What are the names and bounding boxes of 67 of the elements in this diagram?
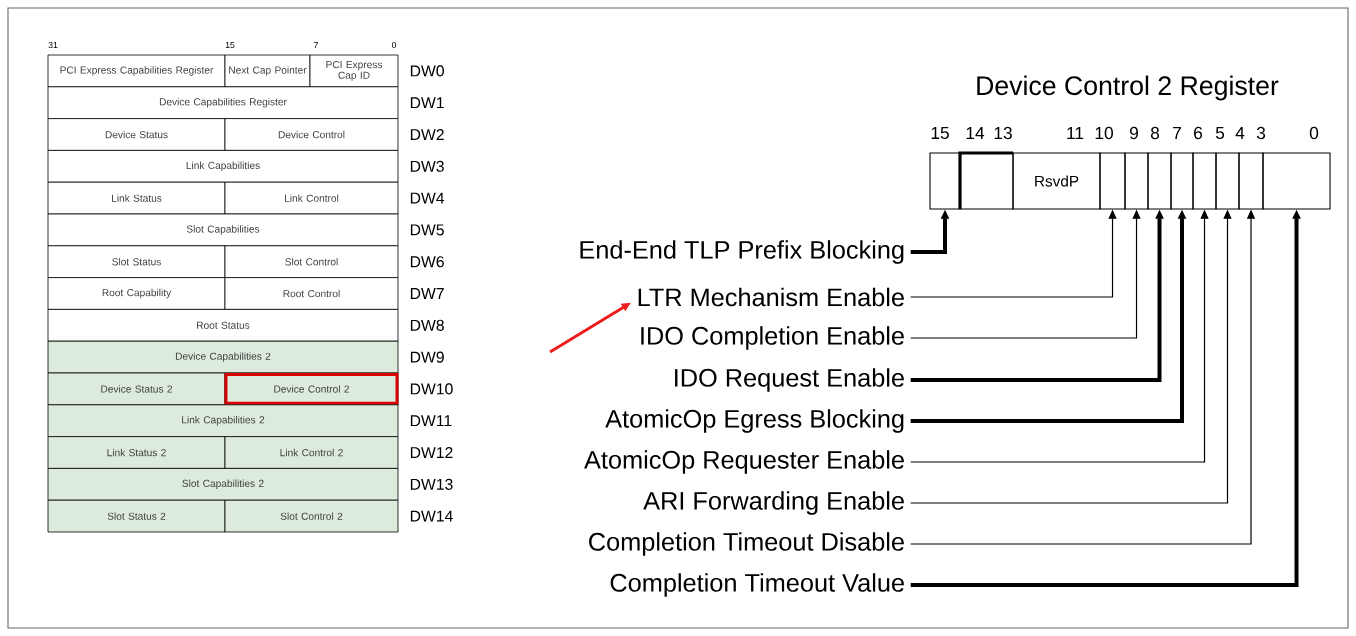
- bit-number: 13: [994, 126, 1012, 140]
- field-label: End-End TLP Prefix Blocking: [580, 240, 904, 264]
- bit-number: 7: [314, 42, 318, 48]
- bit-number: 6: [1194, 126, 1203, 140]
- bit-number: 7: [1173, 127, 1181, 139]
- bit-field: [1262, 152, 1331, 210]
- register-cell: Device Status 2: [47, 372, 226, 406]
- dword-label: DW4: [410, 192, 445, 204]
- dword-label: DW14: [410, 510, 453, 522]
- dword-label: DW8: [410, 319, 444, 331]
- dword-label: DW9: [410, 351, 444, 363]
- bit-field: [1124, 152, 1149, 210]
- dword-label: DW3: [410, 160, 444, 172]
- register-cell: Link Control 2: [224, 436, 399, 469]
- bit-number: 15: [225, 42, 235, 49]
- field-label: IDO Request Enable: [675, 368, 904, 392]
- bit-field: [1215, 152, 1240, 210]
- register-cell: Root Control: [224, 277, 399, 310]
- register-cell: Slot Status: [47, 245, 226, 278]
- bit-field: [1192, 152, 1217, 210]
- bit-field: RsvdP: [1012, 152, 1101, 210]
- bit-field: [1147, 152, 1172, 210]
- bit-number: 8: [1150, 126, 1160, 140]
- field-label: ARI Forwarding Enable: [643, 491, 904, 515]
- field-label: IDO Completion Enable: [641, 326, 904, 350]
- register-cell: Slot Control 2: [224, 499, 399, 533]
- dword-label: DW12: [410, 447, 453, 458]
- bit-number: 15: [931, 126, 949, 140]
- field-label: LTR Mechanism Enable: [638, 287, 904, 307]
- dword-label: DW13: [410, 478, 453, 490]
- field-label: AtomicOp Egress Blocking: [605, 409, 904, 433]
- bit-number: 14: [966, 127, 985, 139]
- register-cell: Device Status: [47, 118, 226, 151]
- register-cell: PCI Express Cap ID: [309, 54, 399, 88]
- dword-label: DW2: [410, 129, 444, 140]
- bit-field: [1238, 152, 1264, 210]
- register-cell: Slot Control: [224, 245, 399, 278]
- bit-number: 11: [1067, 127, 1084, 139]
- bit-number: 10: [1095, 126, 1113, 140]
- bit-number: 3: [1256, 126, 1266, 140]
- register-cell: Device Control: [224, 118, 399, 151]
- register-cell: Slot Status 2: [47, 499, 226, 533]
- dword-label: DW5: [410, 224, 444, 236]
- bit-number: 9: [1130, 126, 1138, 140]
- dword-label: DW1: [410, 97, 444, 109]
- register-cell: Link Status: [47, 181, 226, 215]
- register-cell: Link Control: [224, 181, 399, 215]
- register-cell: Root Capability: [47, 277, 226, 310]
- bit-number: 5: [1215, 126, 1225, 140]
- highlighted-register-cell: Device Control 2: [224, 372, 399, 406]
- register-cell: Next Cap Pointer: [224, 54, 311, 88]
- dword-label: DW0: [410, 65, 444, 77]
- dword-label: DW11: [410, 415, 452, 427]
- register-cell: Link Status 2: [47, 436, 226, 469]
- bit-field: [1099, 152, 1126, 210]
- bit-field: [958, 151, 1014, 210]
- bit-field: [929, 152, 961, 210]
- field-label: Completion Timeout Disable: [589, 532, 904, 556]
- title: Device Control 2 Register: [977, 75, 1279, 101]
- field-label: AtomicOp Requester Enable: [584, 450, 904, 474]
- bit-number: 4: [1235, 127, 1245, 139]
- dword-label: DW7: [410, 288, 444, 299]
- bit-field: [1170, 152, 1194, 210]
- bit-number: 0: [1309, 126, 1319, 140]
- dword-label: DW6: [410, 256, 444, 268]
- dword-label: DW10: [410, 383, 453, 395]
- field-label: Completion Timeout Value: [610, 573, 904, 597]
